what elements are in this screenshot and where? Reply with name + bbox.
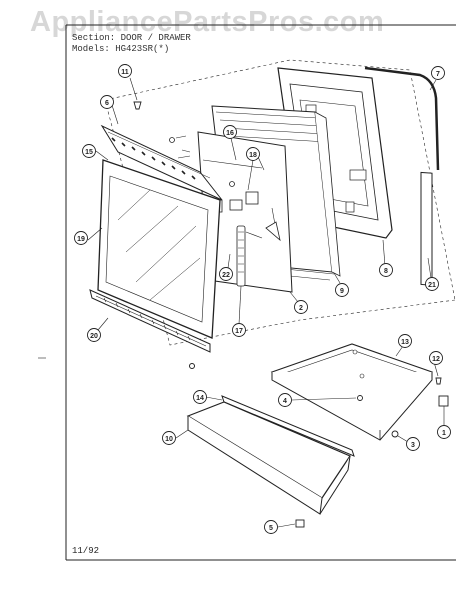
svg-text:15: 15 [85, 149, 93, 156]
svg-text:6: 6 [105, 100, 109, 107]
inner-glass-panel [197, 131, 293, 293]
callout-9: 9 [335, 283, 349, 297]
svg-text:7: 7 [436, 71, 440, 78]
callouts: 1 2 3 4 5 6 7 8 9 10 11 12 13 14 15 16 1… [74, 64, 451, 534]
callout-7: 7 [431, 66, 445, 80]
svg-text:1: 1 [442, 430, 446, 437]
door-seal-strip [420, 171, 433, 286]
callout-5: 5 [264, 520, 278, 534]
door-gasket [364, 66, 440, 171]
leader-lines [87, 77, 445, 528]
callout-8: 8 [379, 263, 393, 277]
svg-text:19: 19 [77, 236, 85, 243]
svg-text:4: 4 [283, 398, 287, 405]
callout-20: 20 [87, 328, 101, 342]
callout-11: 11 [118, 64, 132, 78]
callout-16: 16 [223, 125, 237, 139]
drawer-front-panel [186, 401, 351, 515]
drawer-rail [221, 395, 355, 457]
callout-6: 6 [100, 95, 114, 109]
section-title: Section: DOOR / DRAWER [72, 33, 191, 43]
door-top-trim [100, 124, 223, 201]
callout-10: 10 [162, 431, 176, 445]
callout-1: 1 [437, 425, 451, 439]
svg-text:5: 5 [269, 525, 273, 532]
svg-text:14: 14 [196, 395, 204, 402]
svg-text:11: 11 [121, 69, 129, 76]
svg-text:18: 18 [249, 152, 257, 159]
callout-13: 13 [398, 334, 412, 348]
svg-text:20: 20 [90, 333, 98, 340]
watermark: AppliancePartsPros.com [30, 6, 385, 38]
callout-19: 19 [74, 231, 88, 245]
svg-text:10: 10 [165, 436, 173, 443]
callout-4: 4 [278, 393, 292, 407]
drawer-body [270, 343, 433, 441]
svg-text:8: 8 [384, 268, 388, 275]
callout-12: 12 [429, 351, 443, 365]
svg-text:17: 17 [235, 328, 243, 335]
revision-date: 11/92 [72, 546, 100, 556]
callout-14: 14 [193, 390, 207, 404]
svg-text:16: 16 [226, 130, 234, 137]
svg-text:13: 13 [401, 339, 409, 346]
callout-18: 18 [246, 147, 260, 161]
callout-15: 15 [82, 144, 96, 158]
model-number: Models: HG423SR(*) [72, 44, 170, 54]
svg-text:12: 12 [432, 356, 440, 363]
callout-3: 3 [406, 437, 420, 451]
door-bottom-trim [89, 289, 211, 369]
svg-text:22: 22 [222, 272, 230, 279]
callout-21: 21 [425, 277, 439, 291]
callout-2: 2 [294, 300, 308, 314]
page-border [65, 24, 456, 561]
svg-text:2: 2 [299, 305, 303, 312]
callout-17: 17 [232, 323, 246, 337]
callout-22: 22 [219, 267, 233, 281]
outer-door-glass [97, 159, 221, 339]
svg-text:9: 9 [340, 288, 344, 295]
drawer-hardware [133, 101, 449, 528]
svg-text:3: 3 [411, 442, 415, 449]
svg-text:21: 21 [428, 282, 436, 289]
